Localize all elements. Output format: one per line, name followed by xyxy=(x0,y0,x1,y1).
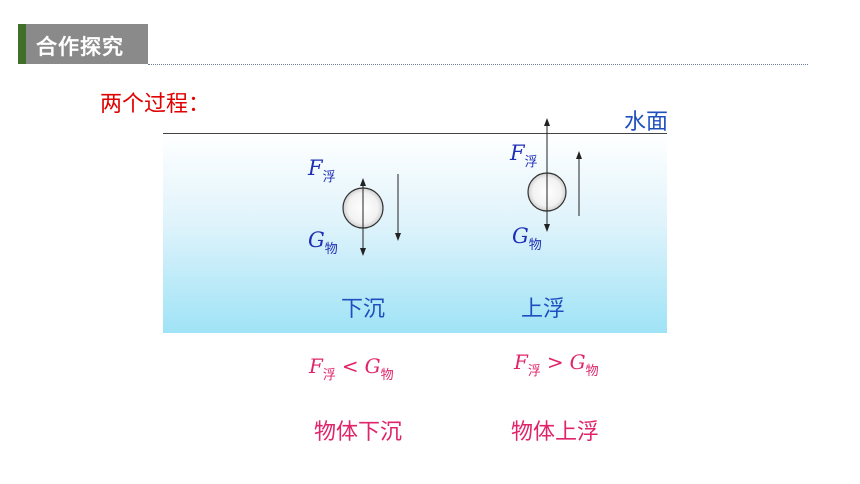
floating-buoyancy-label: F浮 xyxy=(510,141,538,170)
sinking-buoyancy-arrowhead xyxy=(360,178,366,186)
water-body xyxy=(163,134,667,333)
floating-motion-arrowhead xyxy=(576,151,582,159)
sinking-object xyxy=(342,174,401,256)
header-accent xyxy=(18,24,26,64)
floating-result: 物体上浮 xyxy=(511,420,600,445)
intro-label: 两个过程： xyxy=(100,92,211,117)
floating-state-label: 上浮 xyxy=(521,297,566,322)
header-bar xyxy=(18,24,148,64)
sinking-motion-arrowhead xyxy=(395,233,401,241)
floating-object xyxy=(527,118,582,232)
floating-gravity-label: G物 xyxy=(512,224,542,253)
sinking-state-label: 下沉 xyxy=(341,297,386,322)
floating-condition: F浮>G物 xyxy=(514,350,599,379)
sinking-condition: F浮<G物 xyxy=(309,354,394,383)
water-surface-line xyxy=(163,133,667,134)
header-divider xyxy=(148,64,808,65)
water-surface-label: 水面 xyxy=(624,110,669,135)
page-title: 合作探究 xyxy=(36,35,124,59)
sinking-result: 物体下沉 xyxy=(314,420,403,445)
sinking-buoyancy-label: F浮 xyxy=(308,156,336,185)
sinking-gravity-label: G物 xyxy=(308,228,338,257)
floating-buoyancy-arrowhead xyxy=(544,118,550,126)
floating-gravity-arrowhead xyxy=(544,224,550,232)
sinking-gravity-arrowhead xyxy=(360,248,366,256)
